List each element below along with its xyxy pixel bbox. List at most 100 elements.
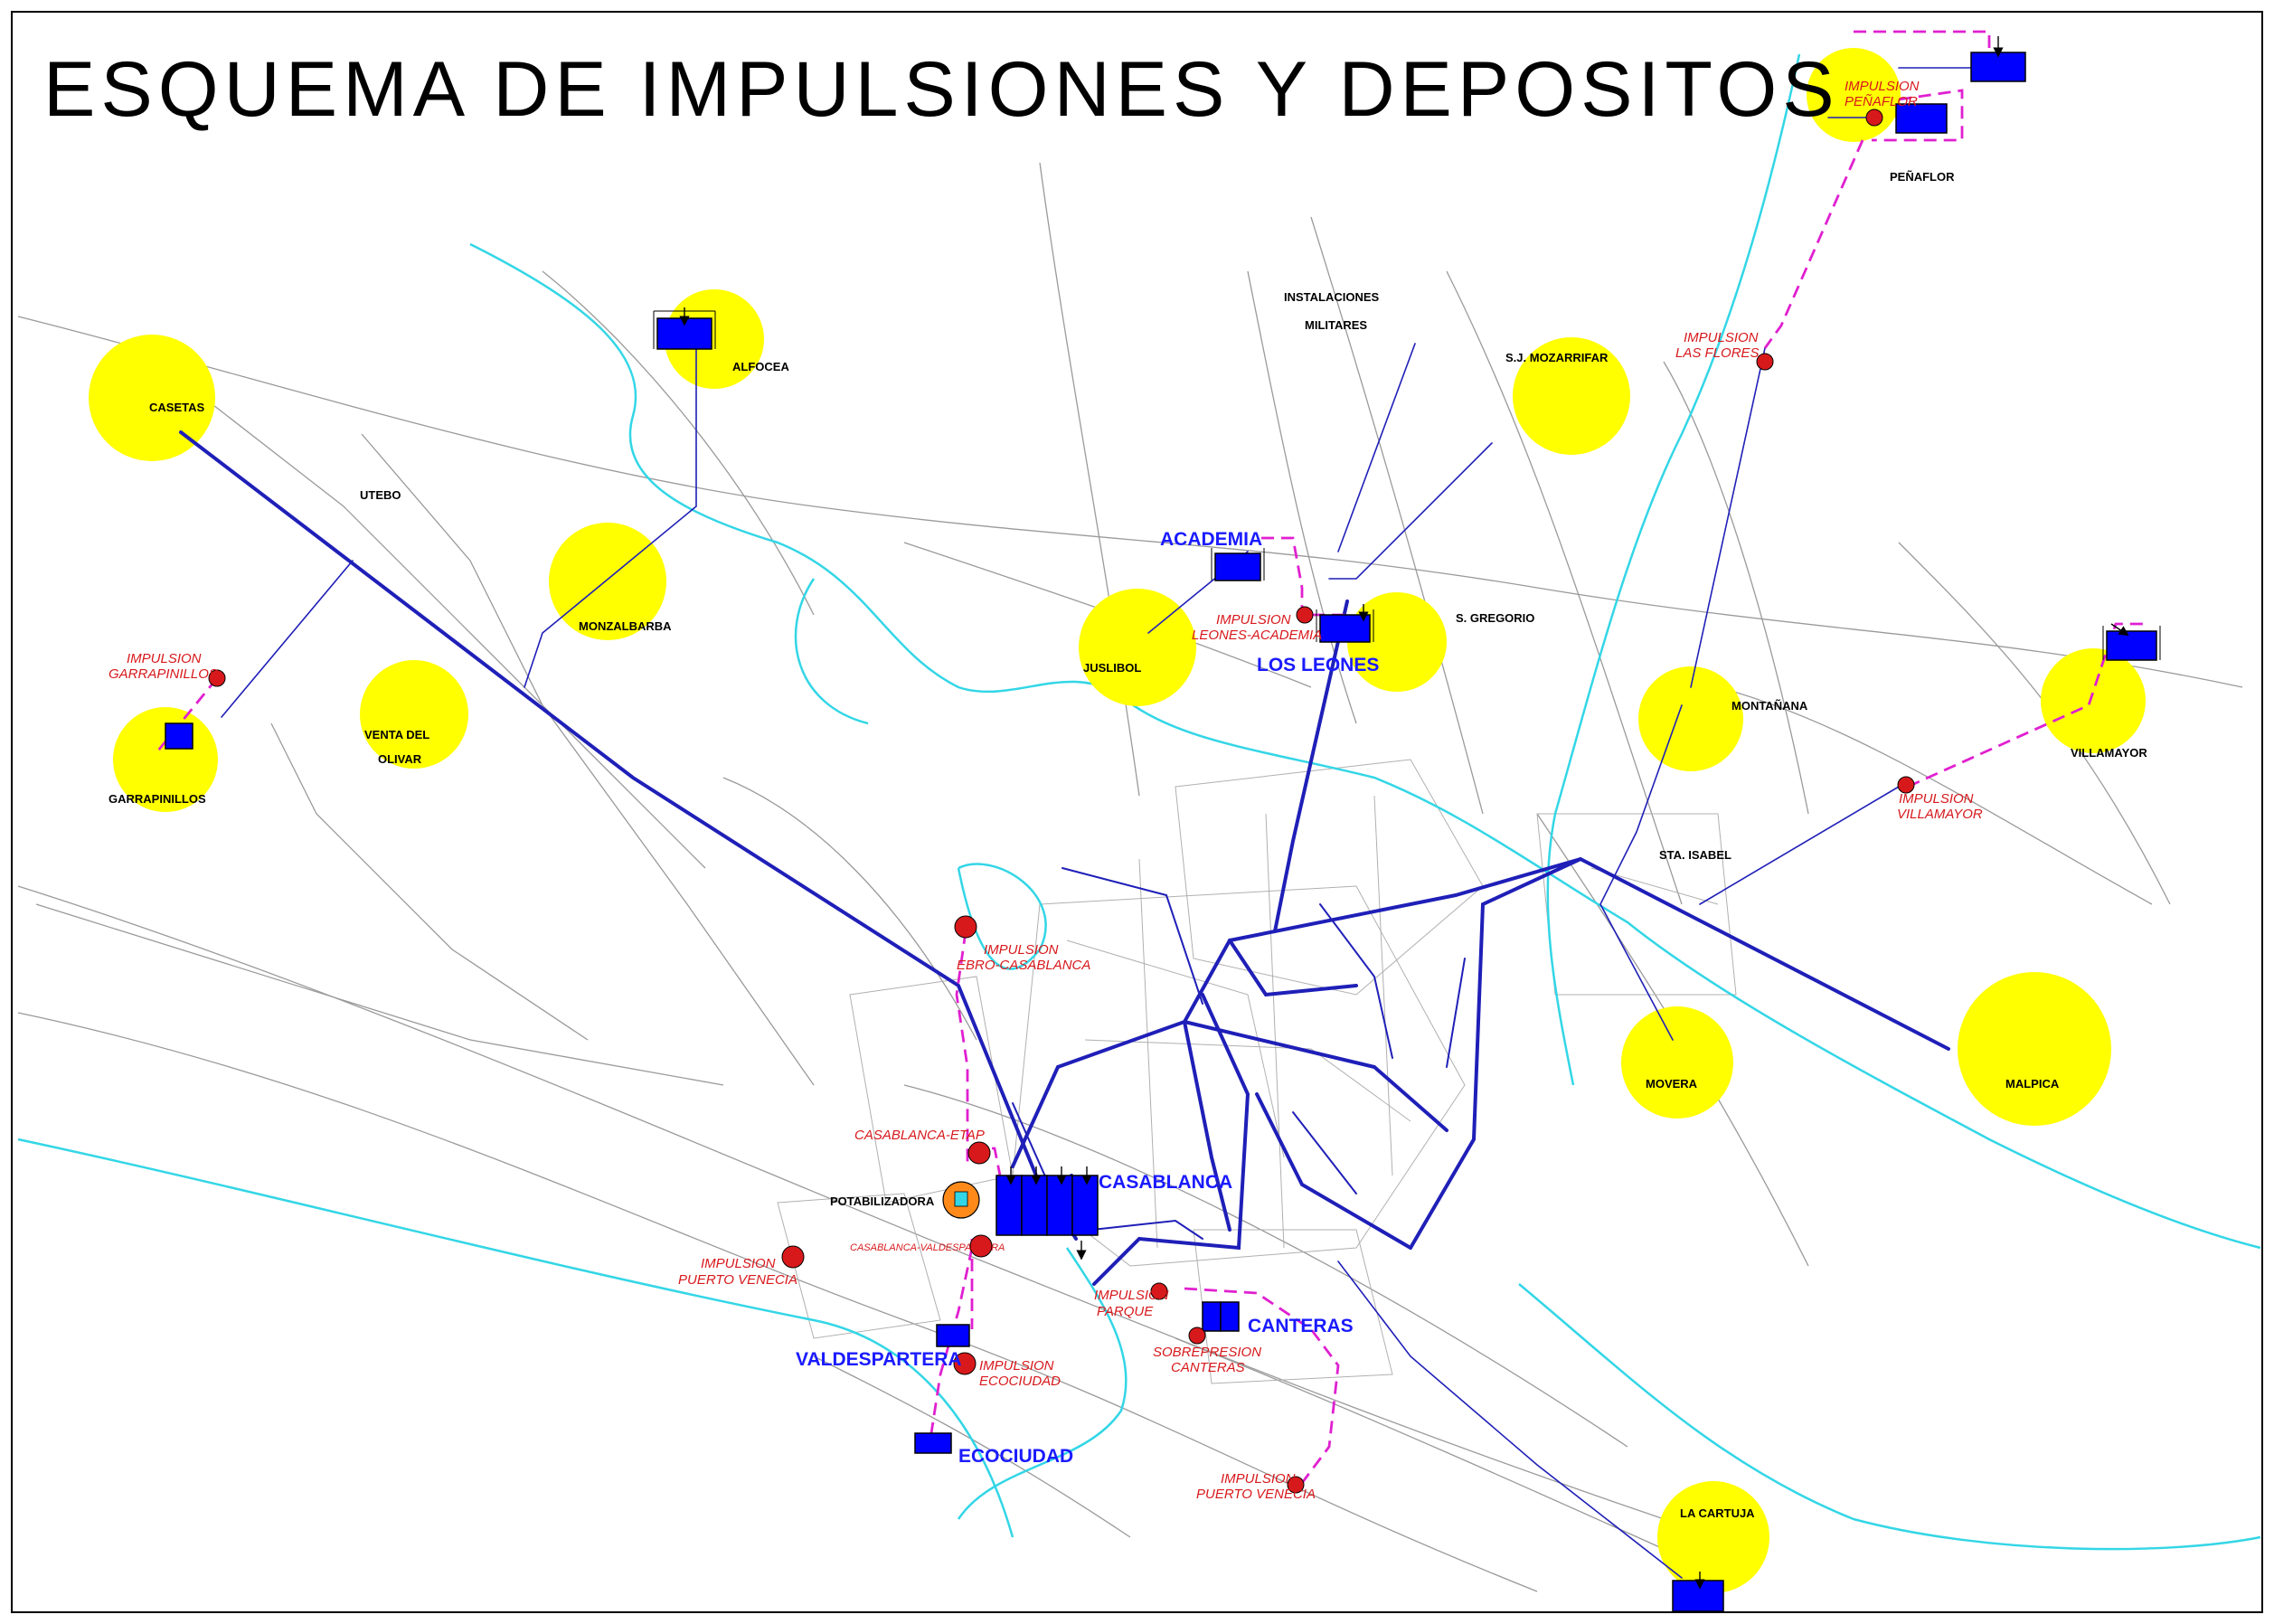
impulsion-lines: [156, 30, 2143, 1484]
canal: [17, 1138, 1014, 1538]
urban-areas: [777, 759, 1737, 1384]
tank-icon: [1672, 1580, 1724, 1612]
label-monzalbarba: MONZALBARBA: [579, 619, 672, 633]
label-juslibol: JUSLIBOL: [1083, 661, 1141, 675]
tank-icon: [1895, 103, 1948, 134]
town-circle-malpica: [1958, 972, 2111, 1126]
label-canteras: CANTERAS: [1248, 1316, 1354, 1336]
label-movera: MOVERA: [1646, 1077, 1698, 1091]
label-alfocea: ALFOCEA: [732, 360, 789, 373]
flow-arrows: [679, 36, 2129, 1590]
pipe-militares: [1337, 343, 1416, 552]
label-imp-leones-2: LEONES-ACADEMIA: [1192, 628, 1322, 643]
town-circle-san-gregorio: [1347, 592, 1447, 692]
label-utebo: UTEBO: [360, 488, 401, 502]
label-casablanca-valdespartera: CASABLANCA-VALDESPARTERA: [850, 1242, 1005, 1253]
pipe-montanana: [1599, 704, 1683, 1041]
river-ebro-bend: [957, 863, 1047, 970]
town-circle-venta: [360, 660, 468, 769]
label-santa-isabel: STA. ISABEL: [1659, 848, 1731, 862]
canal-east: [1518, 1283, 2261, 1551]
town-circle-movera: [1621, 1006, 1733, 1119]
town-circles: [89, 48, 2146, 1593]
label-casablanca-etap: CASABLANCA-ETAP: [854, 1128, 985, 1143]
pump-station-icon: [1897, 776, 1915, 794]
label-casablanca: CASABLANCA: [1099, 1172, 1232, 1193]
tank-icon: [1211, 548, 1265, 581]
town-circle-alfocea: [665, 289, 764, 389]
label-academia: ACADEMIA: [1160, 529, 1262, 550]
river-ebro: [469, 242, 2261, 1250]
tanks: [165, 52, 2161, 1612]
label-imp-leones-1: IMPULSION: [1216, 612, 1291, 628]
label-malpica: MALPICA: [2005, 1077, 2060, 1091]
pipe-leones: [1273, 600, 1349, 933]
tank-icon: [1970, 52, 2026, 82]
label-venta-1: VENTA DEL: [364, 728, 429, 741]
label-imp-garrapinillos-2: GARRAPINILLOS: [109, 666, 218, 682]
label-imp-parque-1: IMPULSION: [1094, 1288, 1169, 1303]
pipe-malpica: [1579, 857, 1950, 1051]
label-ecociudad: ECOCIUDAD: [958, 1446, 1073, 1467]
label-imp-garrapinillos-1: IMPULSION: [127, 651, 202, 666]
tank-icon: [1202, 1301, 1240, 1332]
label-imp-villamayor-2: VILLAMAYOR: [1897, 807, 1983, 822]
tank-icon: [165, 722, 193, 750]
label-valdespartera: VALDESPARTERA: [796, 1349, 962, 1370]
pipe-villamayor: [1699, 786, 1900, 905]
treatment-plant-icon: [942, 1181, 980, 1219]
pipe-cartuja: [1337, 1260, 1683, 1579]
label-sobrepresion-2: CANTERAS: [1171, 1360, 1245, 1375]
distribution-pipes: [179, 67, 1972, 1579]
label-sobrepresion-1: SOBREPRESION: [1153, 1345, 1261, 1360]
label-imp-puerto-w-2: PUERTO VENECIA: [678, 1272, 797, 1288]
tank-icon: [2102, 626, 2161, 661]
label-potabilizadora: POTABILIZADORA: [830, 1194, 935, 1208]
pump-station-icon: [969, 1234, 993, 1258]
label-imp-ecociudad-1: IMPULSION: [979, 1358, 1054, 1374]
label-imp-puerto-s-2: PUERTO VENECIA: [1196, 1487, 1316, 1502]
river-gallego: [1546, 53, 1801, 1086]
label-penaflor: PEÑAFLOR: [1890, 170, 1955, 184]
tank-icon: [914, 1432, 952, 1454]
label-san-gregorio: S. GREGORIO: [1456, 611, 1534, 625]
pump-station-icon: [208, 669, 226, 687]
river-huerva: [957, 1247, 1128, 1520]
label-instalaciones-1: INSTALACIONES: [1284, 290, 1380, 304]
town-circle-juslibol: [1079, 589, 1196, 706]
label-imp-flores-2: LAS FLORES: [1675, 345, 1760, 361]
label-venta-2: OLIVAR: [378, 752, 422, 766]
pump-station-icon: [1150, 1282, 1168, 1300]
label-garrapinillos: GARRAPINILLOS: [109, 792, 206, 806]
tank-icon: [936, 1324, 970, 1347]
town-circle-casetas: [89, 335, 215, 461]
casablanca-tank-block: [995, 1175, 1099, 1236]
pump-station-icon: [1756, 353, 1774, 371]
label-casetas: CASETAS: [149, 401, 204, 414]
pipe-mozarrifar: [1328, 442, 1493, 580]
town-circle-villamayor: [2041, 648, 2146, 753]
tank-icon: [1316, 609, 1374, 643]
road-network: [17, 162, 2243, 1592]
pump-labels: IMPULSION GARRAPINILLOS IMPULSION LEONES…: [109, 79, 1983, 1502]
pump-station-icon: [967, 1141, 991, 1165]
page-title: ESQUEMA DE IMPULSIONES Y DEPOSITOS: [43, 46, 1840, 133]
pipe-penaflor: [1690, 347, 1766, 688]
label-imp-puerto-s-1: IMPULSION: [1221, 1471, 1296, 1487]
label-imp-puerto-w-1: IMPULSION: [701, 1256, 776, 1271]
pump-station-icon: [1296, 606, 1314, 624]
label-imp-penaflor-2: PEÑAFLOR: [1845, 94, 1918, 109]
pump-station-icon: [953, 1352, 977, 1375]
pump-station-icon: [954, 915, 977, 939]
town-circle-mozarrifar: [1513, 337, 1630, 455]
label-los-leones: LOS LEONES: [1257, 655, 1379, 675]
pump-stations: [208, 109, 1915, 1494]
town-circle-la-cartuja: [1657, 1481, 1769, 1593]
pump-station-icon: [1287, 1476, 1305, 1494]
town-circle-monzalbarba: [549, 523, 666, 640]
rivers: [17, 53, 2261, 1551]
label-mozarrifar: S.J. MOZARRIFAR: [1505, 351, 1609, 364]
town-labels: CASETAS UTEBO ALFOCEA MONZALBARBA VENTA …: [109, 170, 2147, 1520]
label-imp-penaflor-1: IMPULSION: [1845, 79, 1920, 94]
